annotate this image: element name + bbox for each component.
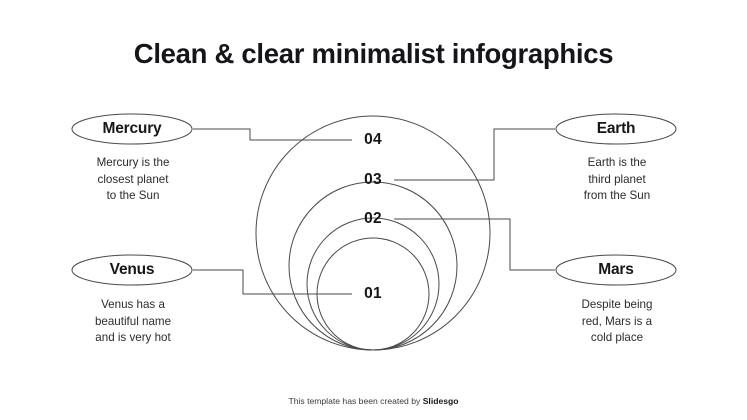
footer-brand-slidesgo[interactable]: Slidesgo	[422, 396, 459, 406]
node-description-mercury: Mercury is the closest planet to the Sun	[96, 156, 170, 202]
ellipse-mars[interactable]	[555, 254, 677, 286]
connector-earth-to-03	[394, 128, 555, 181]
ring-circle-03	[288, 181, 458, 351]
node-description-earth: Earth is the third planet from the Sun	[583, 156, 651, 202]
connector-mercury-to-04	[193, 128, 352, 141]
footer-credit-text: This template has been created by	[288, 396, 423, 406]
node-label-earth[interactable]: Earth	[596, 120, 636, 137]
concentric-rings-group	[255, 115, 491, 351]
connector-mars-to-02	[394, 218, 555, 271]
connector-lines-group	[193, 128, 555, 295]
page-title: Clean & clear minimalist infographics	[133, 38, 614, 69]
ellipse-mercury[interactable]	[71, 113, 193, 145]
ring-number-02[interactable]: 02	[364, 210, 382, 227]
node-label-mercury[interactable]: Mercury	[102, 120, 162, 137]
ring-circle-04	[255, 115, 491, 351]
footer-credit: This template has been created by Slides…	[0, 396, 747, 406]
node-label-mars[interactable]: Mars	[598, 261, 634, 278]
ring-number-01[interactable]: 01	[364, 285, 382, 302]
node-description-venus: Venus has a beautiful name and is very h…	[94, 298, 172, 344]
ellipse-earth[interactable]	[555, 113, 677, 145]
ring-number-04[interactable]: 04	[364, 131, 382, 148]
connector-venus-to-01	[193, 269, 352, 295]
node-ellipses-group	[71, 113, 677, 286]
ring-number-03[interactable]: 03	[364, 171, 382, 188]
node-label-venus[interactable]: Venus	[109, 261, 155, 278]
node-description-mars: Despite being red, Mars is a cold place	[581, 298, 653, 344]
ellipse-venus[interactable]	[71, 254, 193, 286]
